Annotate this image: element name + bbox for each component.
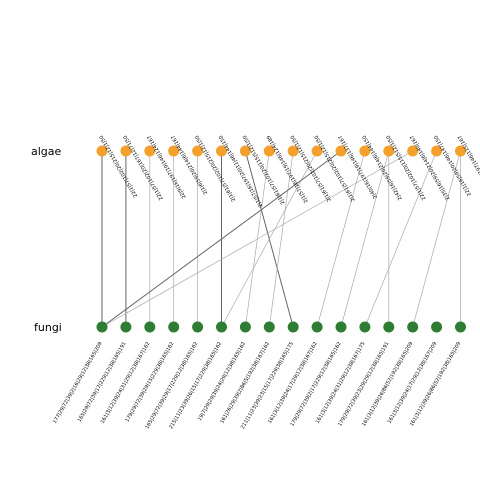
top-node-label-6: 2|1|61|57|102|20|115|512|1|50 [242, 134, 287, 205]
row-label-algae: algae [31, 145, 62, 158]
bottom-node-label-4: 165|29|72|39|29|17|229|12|38|165|162 [144, 341, 199, 430]
top-node-8 [287, 145, 299, 157]
top-node-label-9: 2|1|61|57|102|20|215|12|1|50 [314, 134, 357, 202]
top-node-9 [311, 145, 323, 157]
top-node-1 [120, 145, 132, 157]
bottom-node-7 [263, 321, 275, 333]
bottom-node-label-12: 179|29|72|39|23|29|29|12|38|165|191 [337, 341, 390, 427]
top-node-12 [383, 145, 395, 157]
link-15 [364, 150, 437, 328]
top-node-10 [335, 145, 347, 157]
bottom-node-2 [144, 321, 156, 333]
top-node-15 [455, 145, 466, 157]
top-node-7 [263, 145, 275, 157]
bottom-node-label-2: 161|3|12|39|24|31|29|12|38|167|162 [100, 341, 152, 425]
link-16 [412, 150, 461, 328]
top-node-label-4: 2|1|61|57|102|20|215|12|1|50 [194, 134, 237, 202]
link-11 [316, 150, 366, 328]
bottom-node-label-11: 161|3|12|39|24|31|29|12|38|167|175 [315, 341, 367, 425]
top-node-6 [239, 145, 251, 157]
bottom-node-label-7: 161|26|29|39|2|86|5|192|38|167|162 [219, 341, 271, 425]
bottom-node-3 [168, 321, 180, 333]
bottom-node-12 [383, 321, 395, 333]
bottom-node-label-10: 179|29|72|39|2|17|229|12|38|165|162 [289, 341, 342, 427]
bottom-node-label-8: 211|11|23|39|23|15|17|229|38|165|175 [240, 341, 295, 430]
bottom-node-10 [335, 321, 347, 333]
bottom-node-label-6: 19|7|29|29|39|24|29|12|38|165|162 [197, 341, 247, 422]
bottom-node-15 [455, 321, 466, 333]
bottom-node-4 [192, 321, 204, 333]
bottom-node-label-5: 215|11|23|39|26|15|17|229|38|165|162 [168, 341, 223, 430]
bottom-node-label-15: 161|3|12|39|26|86|52|192|38|165|209 [409, 341, 462, 427]
bottom-node-label-14: 161|3|12|39|24|17|29|12|38|167|209 [387, 341, 439, 425]
link-8 [268, 150, 294, 328]
top-node-11 [359, 145, 371, 157]
link-10 [101, 150, 342, 328]
bottom-node-label-0: 177|29|72|39|2|16|29|12|38|165|209 [52, 341, 104, 425]
bottom-node-1 [120, 321, 132, 333]
bottom-node-label-9: 161|3|12|39|24|17|29|12|38|167|162 [267, 341, 319, 425]
nodes-layer [96, 145, 466, 333]
bottom-node-9 [311, 321, 323, 333]
top-node-4 [192, 145, 204, 157]
bottom-node-11 [359, 321, 371, 333]
bottom-node-label-1: 165|29|72|39|17|229|12|38|165|191 [77, 341, 128, 423]
bottom-node-6 [239, 321, 251, 333]
top-node-label-5: 2|1|57|16|197|20|11|46|144|150 [218, 134, 264, 208]
bottom-node-5 [216, 321, 227, 333]
top-node-0 [96, 145, 108, 157]
bottom-node-14 [431, 321, 443, 333]
bottom-node-13 [407, 321, 419, 333]
top-node-2 [144, 145, 156, 157]
top-node-3 [168, 145, 180, 157]
top-node-label-8: 2|1|61|57|102|20|215|12|1|50 [290, 134, 333, 202]
top-node-5 [216, 145, 227, 157]
top-node-13 [407, 145, 419, 157]
bottom-node-0 [96, 321, 108, 333]
link-13 [101, 150, 413, 328]
row-label-fungi: fungi [34, 321, 62, 334]
bottom-node-8 [287, 321, 299, 333]
links-layer [101, 150, 461, 328]
bottom-node-label-13: 161|3|12|39|26|86|52|192|38|165|209 [361, 341, 414, 427]
top-node-14 [431, 145, 443, 157]
labels-layer: 22|1|57|102|20|215|12|1|5022|1|57|102|20… [52, 134, 480, 430]
bottom-node-label-3: 179|29|72|39|29|15|229|38|165|162 [124, 341, 175, 423]
link-12 [340, 150, 390, 328]
